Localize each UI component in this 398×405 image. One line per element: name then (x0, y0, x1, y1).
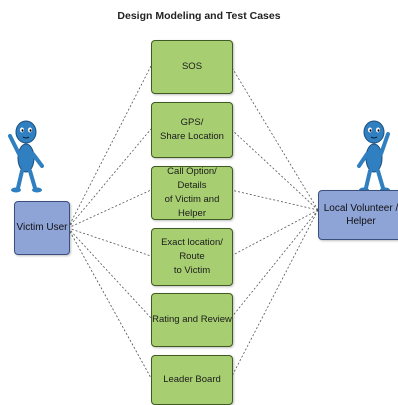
stick-figure-icon (8, 120, 44, 193)
actor-victim-user: Victim User (14, 201, 70, 255)
connector-right-call (230, 189, 319, 211)
connector-right-route (230, 209, 319, 257)
use-case-exact-location-route: Exact location/ Route to Victim (151, 228, 233, 286)
connector-right-rating (230, 209, 319, 319)
connector-right-sos (230, 65, 319, 211)
connector-right-leader (230, 209, 319, 379)
use-case-sos: SOS (151, 40, 233, 94)
connector-left-leader (67, 227, 152, 379)
connector-left-gps (67, 128, 152, 229)
diagram-title: Design Modeling and Test Cases (117, 10, 281, 22)
use-case-leader-board: Leader Board (151, 355, 233, 405)
actor-local-volunteer: Local Volunteer / Helper (318, 190, 398, 240)
use-case-rating-review: Rating and Review (151, 293, 233, 347)
use-case-call-option: Call Option/ Details of Victim and Helpe… (151, 166, 233, 220)
stick-figure-icon (357, 120, 390, 193)
connector-left-rating (67, 227, 152, 319)
connector-left-sos (67, 65, 152, 229)
connector-left-call (67, 189, 152, 229)
connector-right-gps (230, 128, 319, 211)
connector-left-route (67, 227, 152, 257)
use-case-gps-share-location: GPS/ Share Location (151, 102, 233, 158)
